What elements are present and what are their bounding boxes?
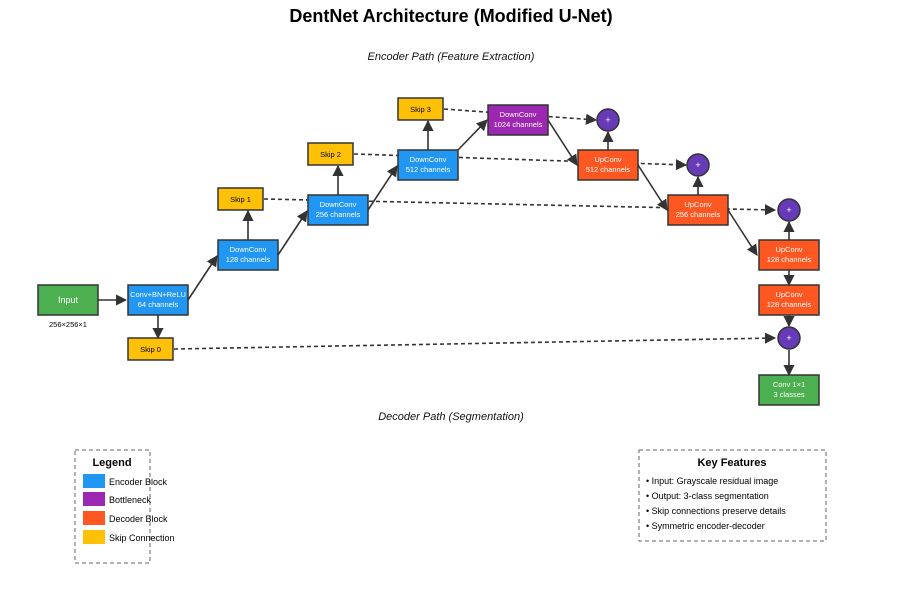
merge-plus-3: +: [786, 205, 791, 215]
bottleneck-to-up1-arrow: [547, 119, 578, 166]
legend-swatch-encoder: [83, 474, 105, 488]
bottleneck-line1: DownConv: [500, 110, 537, 119]
legend-label-bottleneck: Bottleneck: [109, 495, 152, 505]
feature-item-4: • Symmetric encoder-decoder: [646, 521, 765, 531]
up2-to-up3-arrow: [727, 209, 758, 256]
down2-line2: 256 channels: [316, 210, 361, 219]
legend-item-skip: Skip Connection: [83, 530, 175, 544]
up4-line1: UpConv: [775, 290, 802, 299]
merge-node-3: +: [777, 198, 801, 222]
legend-swatch-skip: [83, 530, 105, 544]
legend-item-bottleneck: Bottleneck: [83, 492, 152, 506]
down1-to-down2-arrow: [277, 210, 308, 256]
up1-line2: 512 channels: [586, 165, 631, 174]
down3-line2: 512 channels: [406, 165, 451, 174]
decoder-path-label: Decoder Path (Segmentation): [378, 411, 524, 423]
legend-title: Legend: [92, 457, 131, 469]
encoder-block-down2: DownConv 256 channels: [307, 194, 369, 226]
up2-line2: 256 channels: [676, 210, 721, 219]
down2-line1: DownConv: [320, 200, 357, 209]
merge-plus-2: +: [695, 160, 700, 170]
conv0-line2: 64 channels: [138, 300, 179, 309]
skip0-label: Skip 0: [140, 345, 161, 354]
legend-label-skip: Skip Connection: [109, 533, 175, 543]
encoder-block-down1: DownConv 128 channels: [217, 239, 279, 271]
merge-node-2: +: [686, 153, 710, 177]
down1-line1: DownConv: [230, 245, 267, 254]
skip3-label: Skip 3: [410, 105, 431, 114]
skip-box-2: Skip 2: [307, 142, 354, 166]
output-node: Conv 1×1 3 classes: [758, 374, 820, 406]
merge-plus-4: +: [786, 333, 791, 343]
encoder-path-label: Encoder Path (Feature Extraction): [368, 51, 535, 63]
feature-item-2: • Output: 3-class segmentation: [646, 491, 769, 501]
skip2-label: Skip 2: [320, 150, 341, 159]
decoder-block-up2: UpConv 256 channels: [667, 194, 729, 226]
merge-node-4: +: [777, 326, 801, 350]
feature-item-3: • Skip connections preserve details: [646, 506, 786, 516]
up1-line1: UpConv: [594, 155, 621, 164]
bottleneck-line2: 1024 channels: [494, 120, 543, 129]
up3-line2: 128 channels: [767, 255, 812, 264]
skip-box-0: Skip 0: [127, 337, 174, 361]
legend-item-decoder: Decoder Block: [83, 511, 168, 525]
legend-label-decoder: Decoder Block: [109, 514, 168, 524]
legend-label-encoder: Encoder Block: [109, 477, 168, 487]
decoder-block-up3: UpConv 128 channels: [758, 239, 820, 271]
merge-node-1: +: [596, 108, 620, 132]
down1-line2: 128 channels: [226, 255, 271, 264]
up2-line1: UpConv: [684, 200, 711, 209]
key-features-panel: Key Features • Input: Grayscale residual…: [638, 449, 827, 542]
output-line1: Conv 1×1: [773, 380, 805, 389]
down3-line1: DownConv: [410, 155, 447, 164]
skip0-connection-arrow: [173, 332, 777, 350]
conv0-line1: Conv+BN+ReLU: [130, 290, 186, 299]
skip-box-1: Skip 1: [217, 187, 264, 211]
decoder-block-up1: UpConv 512 channels: [577, 149, 639, 181]
up4-line2: 128 channels: [767, 300, 812, 309]
encoder-block-down3: DownConv 512 channels: [397, 149, 459, 181]
down3-to-bottleneck-arrow: [457, 119, 488, 151]
encoder-block-conv0: Conv+BN+ReLU 64 channels: [127, 284, 189, 316]
key-features-title: Key Features: [697, 457, 766, 469]
output-line2: 3 classes: [773, 390, 805, 399]
input-label: Input: [58, 295, 79, 305]
up3-line1: UpConv: [775, 245, 802, 254]
diagram-title: DentNet Architecture (Modified U-Net): [289, 6, 612, 26]
merge-plus-1: +: [605, 115, 610, 125]
decoder-block-up4: UpConv 128 channels: [758, 284, 820, 316]
skip-box-3: Skip 3: [397, 97, 444, 121]
conv-to-down1-arrow: [187, 255, 218, 301]
legend-swatch-decoder: [83, 511, 105, 525]
skip3-connection-arrow: [443, 108, 598, 125]
skip1-label: Skip 1: [230, 195, 251, 204]
legend-item-encoder: Encoder Block: [83, 474, 168, 488]
down2-to-down3-arrow: [367, 165, 398, 211]
input-size-note: 256×256×1: [49, 320, 87, 329]
legend-swatch-bottleneck: [83, 492, 105, 506]
input-node: Input: [37, 284, 99, 316]
feature-item-1: • Input: Grayscale residual image: [646, 476, 778, 486]
legend: Legend Encoder Block Bottleneck Decoder …: [74, 449, 175, 564]
up1-to-up2-arrow: [637, 164, 668, 211]
bottleneck-block: DownConv 1024 channels: [487, 104, 549, 136]
